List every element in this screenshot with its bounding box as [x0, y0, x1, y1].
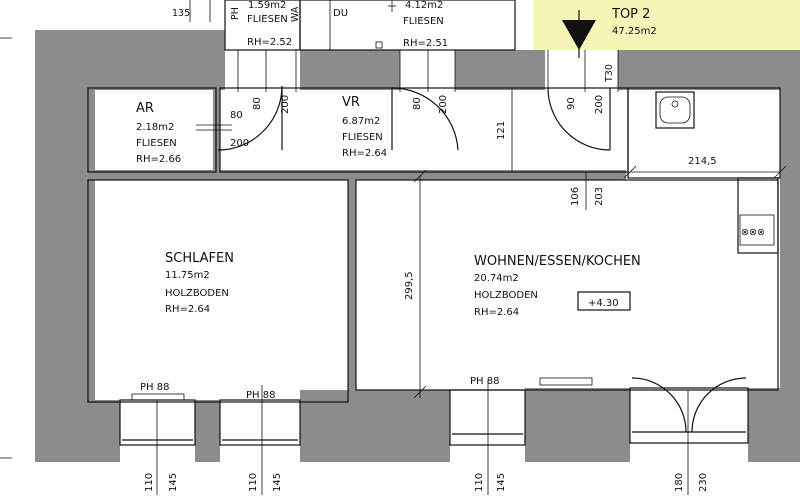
- val-135: 135: [172, 8, 190, 19]
- ar-name: AR: [136, 101, 154, 116]
- dim-top-80: 80: [412, 97, 423, 110]
- top2-label: TOP 2 47.25m2 T30: [562, 7, 657, 83]
- parapet-labels: PH 88 PH 88 PH 88: [140, 376, 499, 401]
- dim-balc-180: 180: [674, 473, 685, 492]
- wohnen-floor: HOLZBODEN: [474, 290, 538, 301]
- room-ar: AR 2.18m2 FLIESEN RH=2.66: [136, 101, 181, 165]
- dim-win1-145: 145: [168, 473, 179, 492]
- doors: [196, 50, 619, 151]
- dimension-labels: 80 200 80 200 80 200 90 200 121 214,5 10…: [144, 95, 717, 492]
- ar-floor: FLIESEN: [136, 138, 177, 149]
- schlafen-name: SCHLAFEN: [165, 251, 234, 266]
- dim-win2-145: 145: [272, 473, 283, 492]
- room-vr: VR 6.87m2 FLIESEN RH=2.64: [342, 95, 387, 159]
- top2-name: TOP 2: [611, 7, 650, 22]
- top2-area: 47.25m2: [612, 26, 657, 37]
- dim-win3-110: 110: [474, 473, 485, 492]
- dim-win2-110: 110: [248, 473, 259, 492]
- parapet-1: PH 88: [140, 382, 169, 393]
- dim-k-203: 203: [594, 187, 605, 206]
- level-tag-box: [577, 291, 631, 311]
- schlafen-rh: RH=2.64: [165, 304, 210, 315]
- walls: [35, 30, 800, 462]
- label-du: DU: [333, 8, 348, 19]
- stove-icon: ⊗⊗⊗: [741, 227, 765, 238]
- windows: [119, 377, 749, 495]
- schlafen-floor: HOLZBODEN: [165, 288, 229, 299]
- room1-floor: FLIESEN: [247, 14, 288, 25]
- room2-floor: FLIESEN: [403, 16, 444, 27]
- room-outlines: [87, 87, 781, 403]
- dim-entry-90: 90: [566, 97, 577, 110]
- sink-icon: [671, 100, 679, 108]
- wohnen-area: 20.74m2: [474, 273, 519, 284]
- dim-entry-200: 200: [594, 95, 605, 114]
- dimension-lines: [413, 88, 787, 399]
- label-wa: WA: [290, 6, 301, 22]
- room-wohnen: WOHNEN/ESSEN/KOCHEN 20.74m2 HOLZBODEN RH…: [474, 254, 641, 318]
- t30-label: T30: [604, 64, 615, 83]
- vr-floor: FLIESEN: [342, 132, 383, 143]
- dim-vr-121: 121: [496, 121, 507, 140]
- level-tag: +4.30: [588, 298, 619, 309]
- room1-rh: RH=2.52: [247, 37, 292, 48]
- dim-ar-200: 200: [230, 138, 249, 149]
- room-schlafen: SCHLAFEN 11.75m2 HOLZBODEN RH=2.64: [165, 251, 234, 315]
- wohnen-name: WOHNEN/ESSEN/KOCHEN: [474, 254, 641, 269]
- ar-rh: RH=2.66: [136, 154, 181, 165]
- dim-vr1-200: 200: [280, 95, 291, 114]
- schlafen-area: 11.75m2: [165, 270, 210, 281]
- dim-top-200: 200: [438, 95, 449, 114]
- ar-area: 2.18m2: [136, 122, 174, 133]
- parapet-3: PH 88: [470, 376, 499, 387]
- dim-balc-230: 230: [698, 473, 709, 492]
- dim-win1-110: 110: [144, 473, 155, 492]
- wohnen-rh: RH=2.64: [474, 307, 519, 318]
- dim-win3-145: 145: [496, 473, 507, 492]
- dim-k-106: 106: [570, 187, 581, 206]
- room2-area: 4.12m2: [405, 0, 443, 11]
- kitchen-fixtures: ⊗⊗⊗: [655, 91, 775, 246]
- room2-rh: RH=2.51: [403, 38, 448, 49]
- dim-kitchen-214-5: 214,5: [688, 156, 717, 167]
- dim-ar-80: 80: [230, 110, 243, 121]
- parapet-2: PH 88: [246, 390, 275, 401]
- dim-w-299-5: 299,5: [404, 271, 415, 300]
- dim-vr1-80: 80: [252, 97, 263, 110]
- vr-area: 6.87m2: [342, 116, 380, 127]
- label-ph: PH: [230, 7, 241, 20]
- top-strip: 135 PH 1.59m2 FLIESEN RH=2.52 WA DU 4.12…: [0, 0, 516, 459]
- vr-rh: RH=2.64: [342, 148, 387, 159]
- vr-name: VR: [342, 95, 360, 110]
- room1-area: 1.59m2: [248, 0, 286, 11]
